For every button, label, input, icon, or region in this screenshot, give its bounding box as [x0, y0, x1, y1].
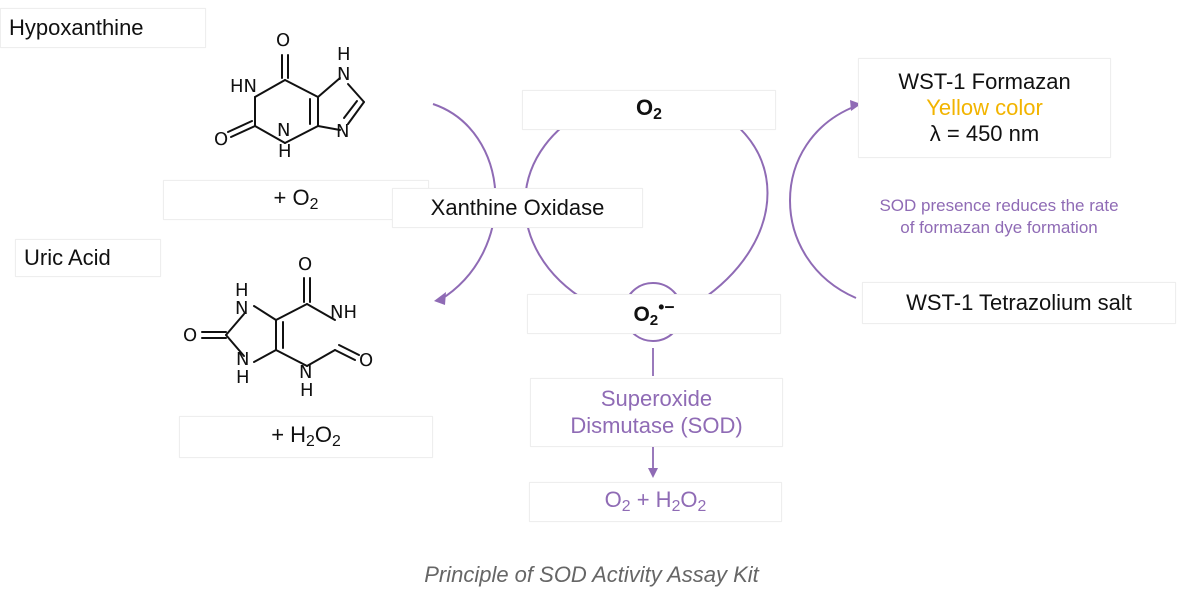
sod-reduces-line-1: SOD presence reduces the rate: [879, 196, 1119, 216]
hypoxanthine-n-imidazole-bottom: N: [336, 121, 349, 142]
uric-acid-label-box: Uric Acid: [15, 239, 161, 277]
plus-h2o2-box: + H2O2: [179, 416, 433, 458]
uric-acid-o-right: O: [359, 350, 373, 371]
wst-salt-box: WST-1 Tetrazolium salt: [862, 282, 1176, 324]
product-o2: O: [680, 487, 698, 513]
superoxide-label: O2•−: [633, 298, 674, 329]
sod-line-1: Superoxide: [600, 386, 713, 412]
figure-caption: Principle of SOD Activity Assay Kit: [424, 562, 759, 587]
wst-arrowhead: [850, 100, 861, 111]
product-box: O2 + H2O2: [529, 482, 782, 522]
plus-h2o2-prefix: + H: [271, 422, 307, 448]
wst-formazan-label: WST-1 Formazan: [898, 68, 1071, 94]
superoxide-box: O2•−: [527, 294, 781, 334]
hypoxanthine-n-imidazole-top: N: [337, 64, 350, 85]
hypoxanthine-label-box: Hypoxanthine: [0, 8, 206, 48]
hypoxanthine-n-bottom: N: [277, 120, 290, 141]
sod-line-2: Dismutase (SOD): [570, 412, 743, 438]
hypoxanthine-o-left: O: [214, 129, 228, 150]
hypoxanthine-o-top: O: [276, 30, 290, 51]
o2-label: O2: [636, 95, 662, 124]
sod-reduces-box: SOD presence reduces the rate of formaza…: [858, 191, 1140, 243]
plus-o2-subscript: 2: [309, 196, 319, 214]
hypoxanthine-label: Hypoxanthine: [9, 14, 144, 40]
plus-h2o2-mid: O: [314, 422, 332, 448]
hypoxanthine-structure: O HN N H N H N O: [214, 30, 365, 162]
sod-reduces-line-2: of formazan dye formation: [900, 218, 1098, 237]
superoxide-subscript: 2: [649, 312, 659, 330]
sod-box: Superoxide Dismutase (SOD): [530, 378, 783, 447]
wst-formazan-box: WST-1 Formazan Yellow color λ = 450 nm: [858, 58, 1111, 158]
hypoxanthine-h-imidazole-top: H: [337, 44, 351, 65]
uric-acid-n-bottom: N: [299, 362, 312, 383]
uric-acid-h-bottom: H: [300, 380, 314, 401]
superoxide-main: O: [633, 303, 650, 327]
sod-down-arrowhead: [648, 468, 658, 478]
uric-acid-n-top-left: N: [235, 298, 248, 319]
xanthine-oxidase-label: Xanthine Oxidase: [430, 194, 605, 220]
o2-main: O: [636, 95, 654, 121]
o2-subscript: 2: [653, 106, 662, 124]
hypoxanthine-hn: HN: [230, 76, 257, 97]
lambda-label: λ = 450 nm: [929, 121, 1040, 147]
uric-acid-o-top: O: [298, 254, 312, 275]
product-sub3: 2: [697, 498, 707, 516]
product-sub2: 2: [671, 498, 681, 516]
uric-acid-nh-right: NH: [330, 302, 357, 323]
uric-acid-n-bottom-left: N: [236, 349, 249, 370]
product-label: O2 + H2O2: [604, 487, 707, 516]
superoxide-superscript: •−: [658, 297, 675, 318]
yellow-color-label: Yellow color: [926, 94, 1043, 120]
product-sub1: 2: [621, 498, 631, 516]
plus-o2-label: + O2: [273, 185, 319, 214]
plus-h2o2-sub1: 2: [306, 433, 315, 451]
xanthine-oxidase-left-arrowhead: [434, 292, 446, 305]
uric-acid-h-top-left: H: [235, 280, 249, 301]
superoxide-arc: [699, 102, 769, 302]
plus-h2o2-label: + H2O2: [271, 422, 341, 451]
product-plus: + H: [630, 487, 672, 513]
hypoxanthine-h-bottom: H: [278, 141, 292, 162]
uric-acid-structure: O H N NH O N H N H O: [183, 254, 373, 401]
o2-box: O2: [522, 90, 776, 130]
sod-label: Superoxide Dismutase (SOD): [570, 386, 743, 438]
wst-salt-label: WST-1 Tetrazolium salt: [906, 289, 1132, 315]
sod-reduces-content: SOD presence reduces the rate of formaza…: [879, 196, 1118, 237]
uric-acid-h-bottom-left: H: [236, 367, 250, 388]
wst-arc: [789, 105, 857, 299]
product-o: O: [604, 487, 622, 513]
plus-h2o2-sub2: 2: [331, 433, 341, 451]
wst-formazan-content: WST-1 Formazan Yellow color λ = 450 nm: [898, 68, 1071, 147]
plus-o2-box: + O2: [163, 180, 429, 220]
xanthine-oxidase-box: Xanthine Oxidase: [392, 188, 643, 228]
plus-o2-text: + O: [273, 185, 310, 211]
uric-acid-label: Uric Acid: [24, 244, 111, 270]
uric-acid-o-left: O: [183, 325, 197, 346]
